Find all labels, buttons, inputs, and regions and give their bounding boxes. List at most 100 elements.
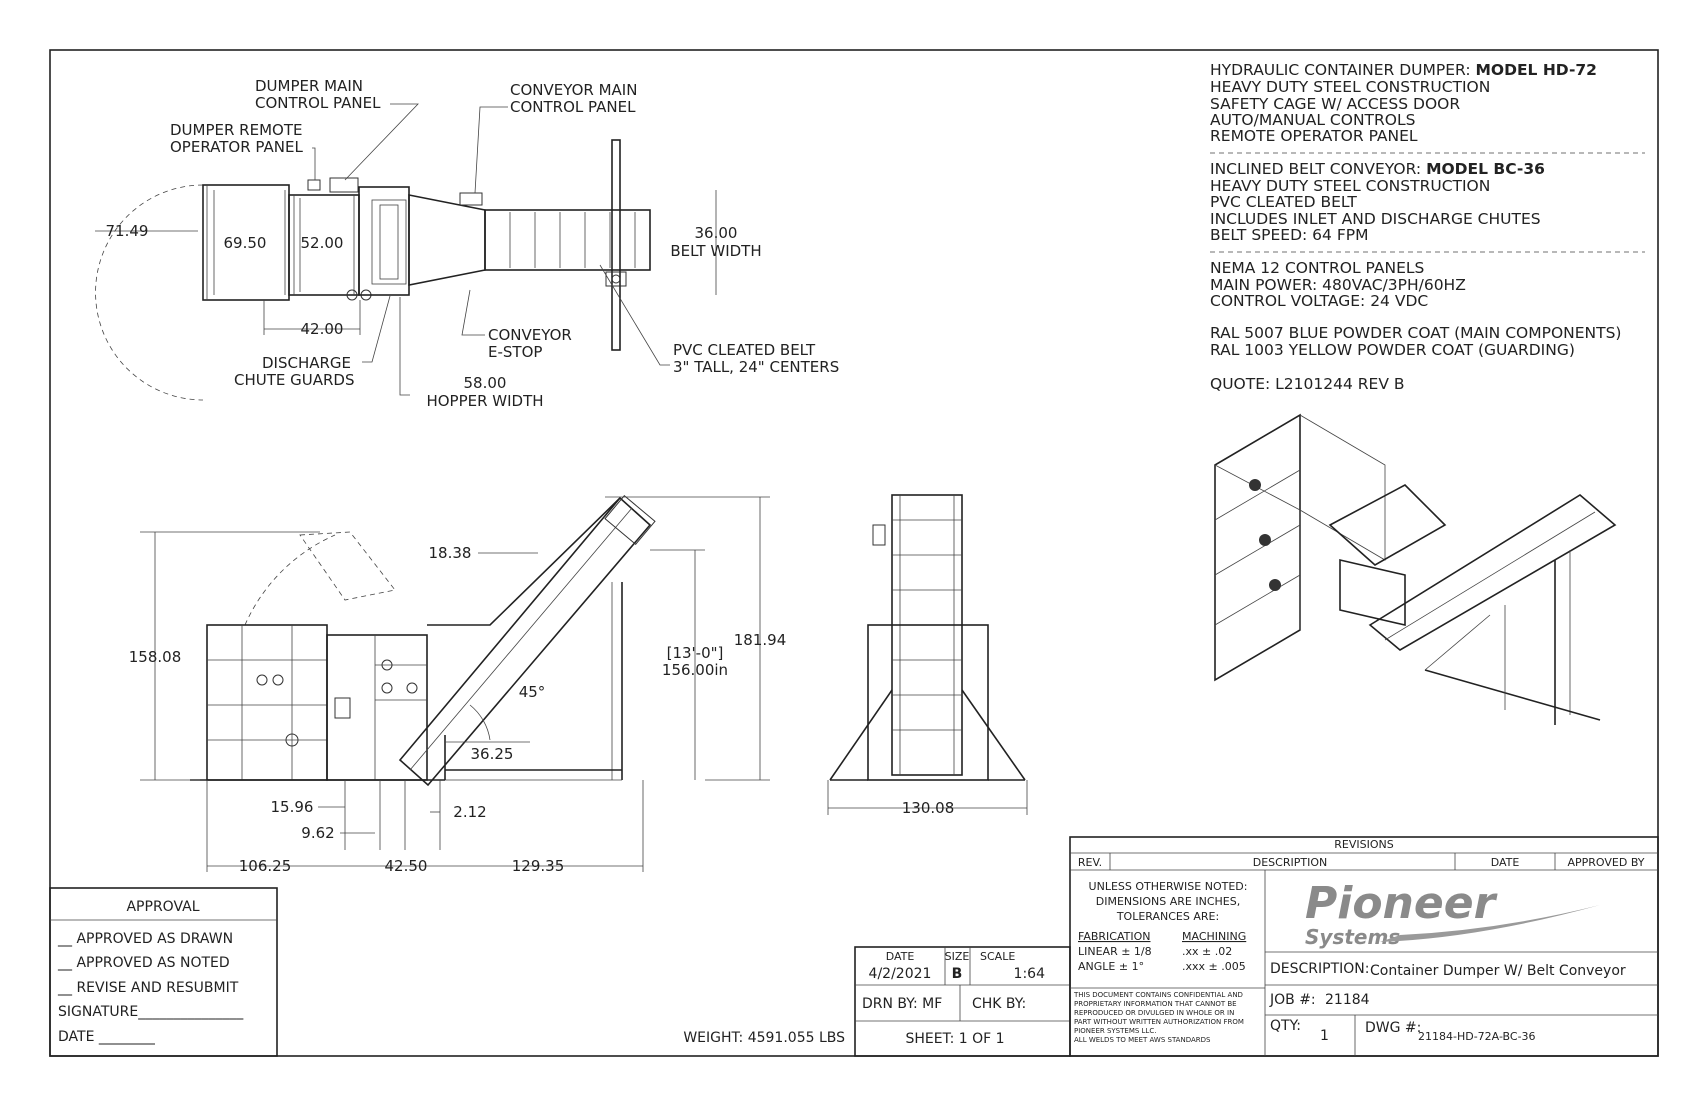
weight: WEIGHT: 4591.055 LBS [683,1030,845,1046]
dim-130-08: 130.08 [902,799,955,817]
confidential-line: REPRODUCED OR DIVULGED IN WHOLE OR IN [1074,1009,1234,1017]
tol-line-3: TOLERANCES ARE: [1116,910,1219,923]
drawing-date: 4/2/2021 [869,966,932,982]
dwg-label: DWG #: [1365,1020,1421,1036]
callout-conveyor-main-2: CONTROL PANEL [510,98,636,116]
size-label: SIZE [945,950,970,963]
callout-dumper-main-1: DUMPER MAIN [255,77,363,95]
callout-dumper-main-2: CONTROL PANEL [255,94,381,112]
callout-pvc-1: PVC CLEATED BELT [673,341,816,359]
callout-conveyor-main-1: CONVEYOR MAIN [510,81,637,99]
confidential-line: PIONEER SYSTEMS LLC. [1074,1027,1156,1035]
dim-129-35: 129.35 [512,857,565,875]
angle-tolerance: ANGLE ± 1° [1078,960,1144,973]
confidential-line: PART WITHOUT WRITTEN AUTHORIZATION FROM [1074,1018,1244,1026]
dim-156-in: 156.00in [662,661,728,679]
dim-106-25: 106.25 [239,857,292,875]
dim-158-08: 158.08 [129,648,182,666]
tol-line-2: DIMENSIONS ARE INCHES, [1096,895,1240,908]
dim-feet: [13'-0"] [667,644,724,662]
isometric-view [1214,413,1617,725]
callout-estop-1: CONVEYOR [488,326,572,344]
specifications: HYDRAULIC CONTAINER DUMPER: MODEL HD-72 … [1210,61,1645,393]
top-view: 71.49 69.50 52.00 42.00 36.00 BELT WIDTH… [95,77,839,410]
spec-line: NEMA 12 CONTROL PANELS [1210,259,1424,277]
side-conveyor [398,496,652,787]
dim-36-25: 36.25 [471,745,514,763]
conveyor-title: INCLINED BELT CONVEYOR: MODEL BC-36 [1210,160,1545,178]
spec-line: REMOTE OPERATOR PANEL [1210,127,1418,145]
hopper-width-value: 58.00 [464,374,507,392]
front-conveyor [891,494,963,776]
belt-width-label: BELT WIDTH [670,242,761,260]
approval-block: APPROVAL __ APPROVED AS DRAWN __ APPROVE… [49,887,278,1057]
job-number: 21184 [1325,992,1370,1008]
callout-discharge-1: DISCHARGE [262,354,351,372]
approval-option: __ APPROVED AS NOTED [57,955,230,971]
side-dumper-cage [206,624,328,781]
machining-tolerance-2: .xxx ± .005 [1182,960,1246,973]
spec-line: CONTROL VOLTAGE: 24 VDC [1210,292,1428,310]
machining-label: MACHINING [1182,930,1246,943]
spec-line: HEAVY DUTY STEEL CONSTRUCTION [1210,177,1490,195]
confidential-line: PROPRIETARY INFORMATION THAT CANNOT BE [1074,1000,1237,1008]
callout-estop-2: E-STOP [488,343,542,361]
drawing-description: Container Dumper W/ Belt Conveyor [1370,963,1626,979]
tol-line-1: UNLESS OTHERWISE NOTED: [1089,880,1248,893]
approved-header: APPROVED BY [1567,856,1644,869]
dumper-title: HYDRAULIC CONTAINER DUMPER: MODEL HD-72 [1210,61,1597,79]
dim-181-94: 181.94 [734,631,787,649]
callout-discharge-2: CHUTE GUARDS [234,371,355,389]
discharge-frame [611,139,621,351]
sheet-size: B [952,966,963,982]
scale: 1:64 [1014,966,1046,982]
svg-text:Systems: Systems [1305,925,1400,949]
approval-title: APPROVAL [126,899,199,915]
date-header: DATE [1491,856,1520,869]
dim-69-50: 69.50 [224,234,267,252]
checked-by: CHK BY: [972,996,1026,1012]
sheet-number: SHEET: 1 OF 1 [905,1031,1004,1047]
spec-line: RAL 5007 BLUE POWDER COAT (MAIN COMPONEN… [1210,324,1621,342]
spec-line: HEAVY DUTY STEEL CONSTRUCTION [1210,78,1490,96]
qty-label: QTY: [1270,1018,1301,1034]
drawn-by: DRN BY: MF [862,996,942,1012]
drawing-number: 21184-HD-72A-BC-36 [1418,1030,1536,1043]
scale-label: SCALE [980,950,1015,963]
spec-line: PVC CLEATED BELT [1210,193,1357,211]
quantity: 1 [1320,1028,1329,1044]
approval-signature: SIGNATURE_______________ [58,1004,244,1020]
svg-text:Pioneer: Pioneer [1305,878,1498,929]
description-header: DESCRIPTION [1253,856,1327,869]
callout-dumper-remote-2: OPERATOR PANEL [170,138,303,156]
dim-2-12: 2.12 [453,803,486,821]
dim-15-96: 15.96 [271,798,314,816]
iso-conveyor [1368,494,1617,651]
dumper-main-panel [329,177,359,193]
title-block: DATE 4/2/2021 SIZE B SCALE 1:64 DRN BY: … [854,836,1659,1057]
approval-option: __ REVISE AND RESUBMIT [57,980,239,996]
date-label: DATE [886,950,915,963]
dim-42-00: 42.00 [301,320,344,338]
quote-number: QUOTE: L2101244 REV B [1210,375,1404,393]
callout-dumper-remote-1: DUMPER REMOTE [170,121,302,139]
spec-line: RAL 1003 YELLOW POWDER COAT (GUARDING) [1210,341,1575,359]
linear-tolerance: LINEAR ± 1/8 [1078,945,1152,958]
callout-pvc-2: 3" TALL, 24" CENTERS [673,358,839,376]
conveyor-inlet [408,194,486,286]
dim-9-62: 9.62 [301,824,334,842]
spec-line: BELT SPEED: 64 FPM [1210,226,1368,244]
angle-45: 45° [519,683,546,701]
confidential-line: ALL WELDS TO MEET AWS STANDARDS [1074,1036,1211,1044]
sheet-border [49,49,1659,1057]
spec-line: SAFETY CAGE W/ ACCESS DOOR [1210,95,1460,113]
hopper-width-label: HOPPER WIDTH [426,392,543,410]
spec-line: MAIN POWER: 480VAC/3PH/60HZ [1210,276,1466,294]
dim-42-50: 42.50 [385,857,428,875]
approval-date: DATE ________ [58,1029,156,1045]
revisions-title: REVISIONS [1334,838,1393,851]
side-view: 158.08 18.38 181.94 [13'-0"] 156.00in 45… [129,494,787,875]
rev-header: REV. [1078,856,1102,869]
dim-71-49: 71.49 [106,222,149,240]
spec-line: INCLUDES INLET AND DISCHARGE CHUTES [1210,210,1541,228]
